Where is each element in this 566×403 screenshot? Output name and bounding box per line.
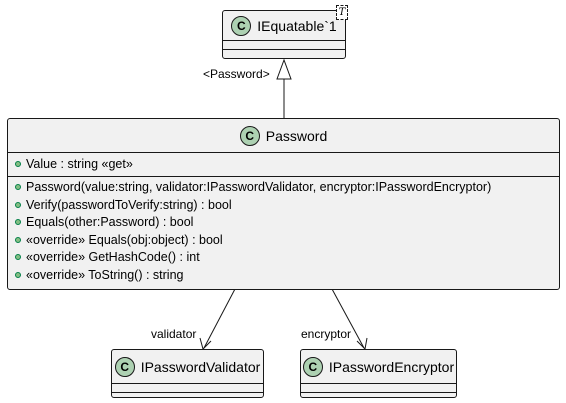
method-text: «override» ToString() : string: [26, 267, 184, 282]
public-visibility-icon: [15, 184, 21, 191]
type-parameter: T: [336, 5, 348, 20]
class-badge-icon: C: [239, 125, 260, 146]
method-text: Equals(other:Password) : bool: [26, 215, 194, 230]
validator-arrowhead: [199, 337, 212, 350]
class-name: Password: [265, 127, 328, 144]
class-badge-icon: C: [302, 356, 323, 377]
method-text: «override» Equals(obj:object) : bool: [26, 232, 223, 247]
public-visibility-icon: [15, 201, 21, 208]
method-text: Verify(passwordToVerify:string) : bool: [26, 197, 232, 212]
validator-association-line: [203, 288, 236, 349]
methods-compartment: Password(value:string, validator:IPasswo…: [8, 177, 559, 287]
method-row: «override» GetHashCode() : int: [15, 249, 559, 267]
class-name: IPasswordValidator: [140, 358, 261, 375]
generalization-arrowhead: [276, 58, 292, 80]
public-visibility-icon: [15, 271, 21, 278]
method-text: Password(value:string, validator:IPasswo…: [26, 180, 492, 195]
class-badge-icon: C: [231, 15, 252, 36]
class-ipasswordvalidator[interactable]: C IPasswordValidator: [111, 349, 264, 398]
method-row: Verify(passwordToVerify:string) : bool: [15, 196, 559, 214]
method-row: Equals(other:Password) : bool: [15, 214, 559, 232]
validator-role-label: validator: [151, 327, 197, 341]
class-badge-icon: C: [114, 356, 135, 377]
public-visibility-icon: [15, 219, 21, 226]
method-text: «override» GetHashCode() : int: [26, 250, 200, 265]
public-visibility-icon: [15, 236, 21, 243]
class-iequatable[interactable]: C IEquatable`1 T: [222, 5, 348, 59]
class-password[interactable]: C Password Value : string «get» Password…: [7, 118, 560, 290]
generalization-label: <Password>: [203, 67, 270, 81]
class-name: IEquatable`1: [257, 17, 337, 34]
method-row: «override» ToString() : string: [15, 266, 559, 284]
public-visibility-icon: [15, 160, 21, 167]
field-text: Value : string «get»: [26, 156, 133, 171]
method-row: Password(value:string, validator:IPasswo…: [15, 179, 559, 197]
fields-compartment: Value : string «get»: [8, 153, 559, 176]
encryptor-association-line: [331, 288, 365, 349]
encryptor-role-label: encryptor: [301, 327, 352, 341]
class-ipasswordencryptor[interactable]: C IPasswordEncryptor: [300, 349, 457, 398]
field-row: Value : string «get»: [15, 155, 559, 173]
public-visibility-icon: [15, 254, 21, 261]
class-name: IPasswordEncryptor: [328, 358, 455, 375]
method-row: «override» Equals(obj:object) : bool: [15, 231, 559, 249]
